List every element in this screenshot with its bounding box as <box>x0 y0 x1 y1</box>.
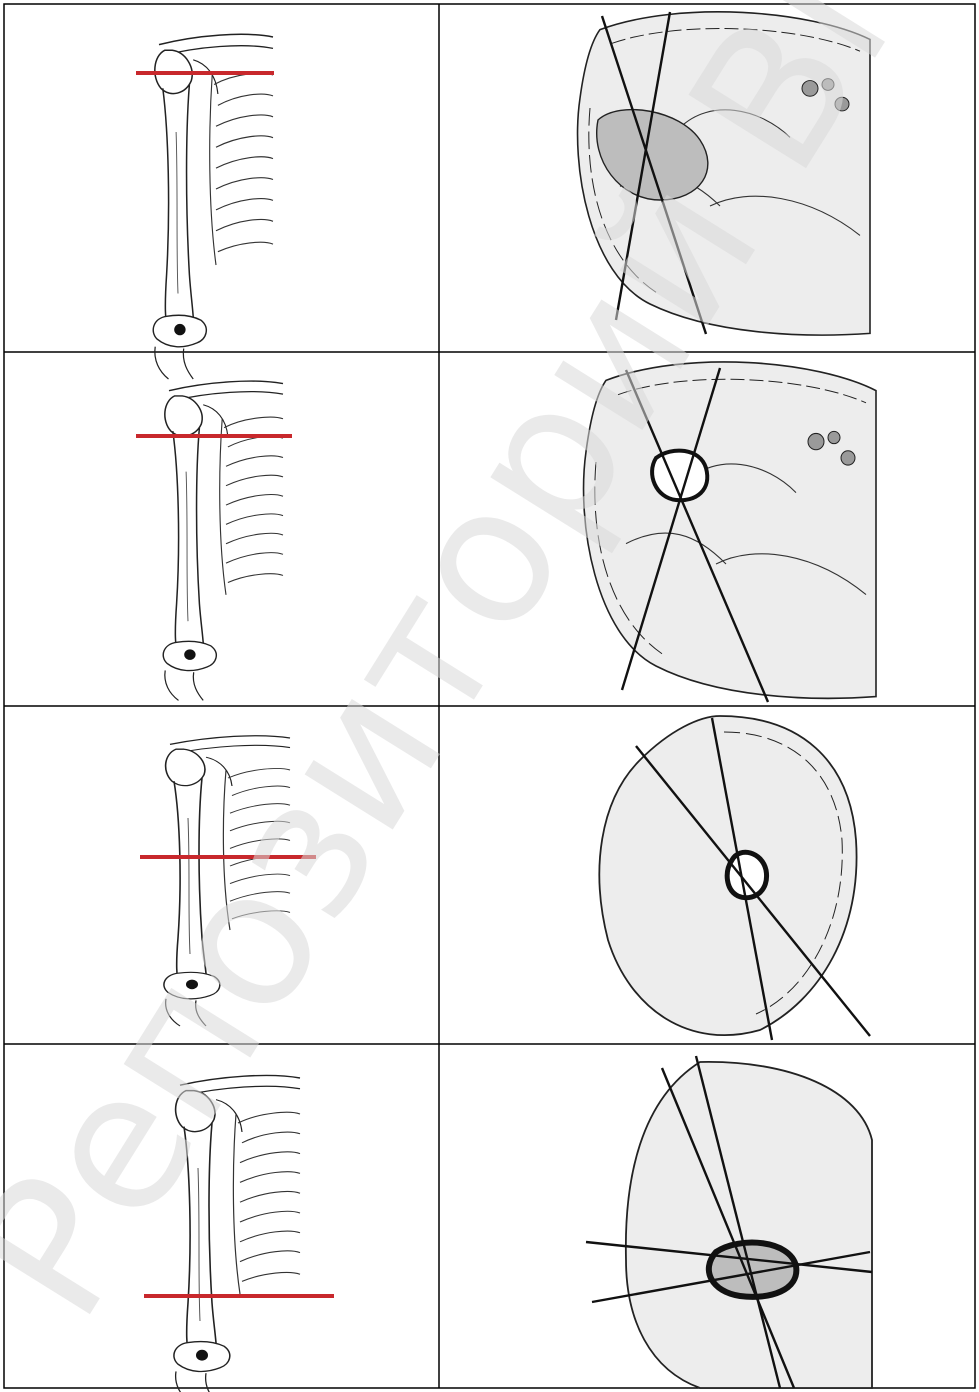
row-1-section <box>578 12 870 335</box>
humerus-skeleton-drawing-icon <box>174 1075 300 1392</box>
row-3-skeleton <box>140 736 316 1026</box>
row-4-section <box>586 1056 872 1388</box>
row-2-section <box>584 362 876 702</box>
arm-cross-section-drawing-icon <box>626 1062 872 1388</box>
row-1-skeleton <box>136 34 274 379</box>
humerus-skeleton-drawing-icon <box>163 381 283 700</box>
humerus-skeleton-drawing-icon <box>153 34 273 379</box>
humerus-skeleton-drawing-icon <box>164 736 290 1026</box>
row-4-skeleton <box>144 1075 334 1392</box>
row-2-skeleton <box>136 381 292 700</box>
row-3-section <box>599 716 870 1040</box>
arm-cross-section-drawing-icon <box>584 362 876 698</box>
